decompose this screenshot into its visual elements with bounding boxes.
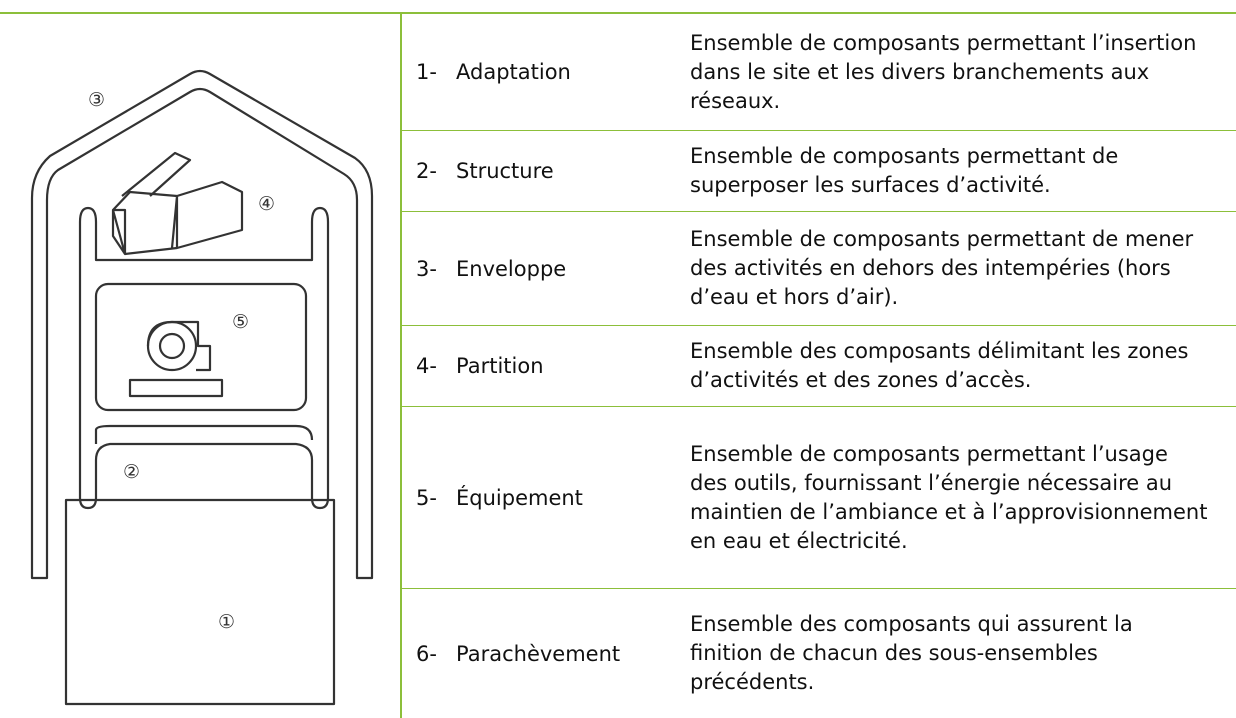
table-row-partition: 4-Partition Ensemble des composants déli… — [402, 326, 1236, 406]
marker-3: ③ — [88, 89, 105, 111]
component-description: Ensemble des composants délimitant les z… — [690, 339, 1189, 392]
row-divider — [402, 406, 1236, 407]
component-description: Ensemble de composants permettant de sup… — [690, 144, 1119, 197]
marker-4: ④ — [258, 193, 275, 215]
row-divider — [402, 325, 1236, 326]
foundation-block — [64, 498, 336, 706]
diagram-drawing: ③ ④ ⑤ ② ① — [30, 69, 374, 706]
table-row-equipement: 5-Équipement Ensemble de composants perm… — [402, 407, 1236, 588]
marker-2: ② — [123, 461, 140, 483]
component-name: 3-Enveloppe — [416, 256, 567, 281]
lower-room — [94, 424, 314, 444]
component-name: 5-Équipement — [416, 485, 583, 510]
table-top-border — [0, 12, 1236, 14]
component-name: 1-Adaptation — [416, 60, 571, 84]
table-row-parachevement: 6-Parachèvement Ensemble des composants … — [402, 589, 1236, 718]
component-description: Ensemble de composants permettant de men… — [690, 227, 1194, 309]
equipment-body — [146, 320, 212, 372]
table-row-adaptation: 1-Adaptation Ensemble de composants perm… — [402, 14, 1236, 130]
envelope-shape — [30, 69, 374, 580]
partition-shape — [111, 151, 244, 256]
component-name: 6-Parachèvement — [416, 641, 621, 666]
marker-1: ① — [218, 611, 235, 633]
table-row-structure: 2-Structure Ensemble de composants perme… — [402, 131, 1236, 211]
equipment-base — [128, 378, 224, 398]
row-divider — [402, 588, 1236, 589]
equipment-room — [94, 282, 308, 412]
row-divider — [402, 211, 1236, 212]
component-description: Ensemble de composants permettant l’inse… — [690, 30, 1197, 113]
component-name: 4-Partition — [416, 354, 544, 378]
table-row-enveloppe: 3-Enveloppe Ensemble de composants perme… — [402, 212, 1236, 325]
component-description: Ensemble de composants permettant l’usag… — [690, 441, 1208, 553]
building-components-diagram: ③ ④ ⑤ ② ① — [0, 14, 400, 718]
column-divider — [400, 14, 402, 718]
component-description: Ensemble des composants qui assurent la … — [690, 612, 1133, 694]
component-name: 2-Structure — [416, 159, 554, 183]
row-divider — [402, 130, 1236, 131]
marker-5: ⑤ — [232, 311, 249, 333]
structure-frame — [78, 206, 330, 510]
